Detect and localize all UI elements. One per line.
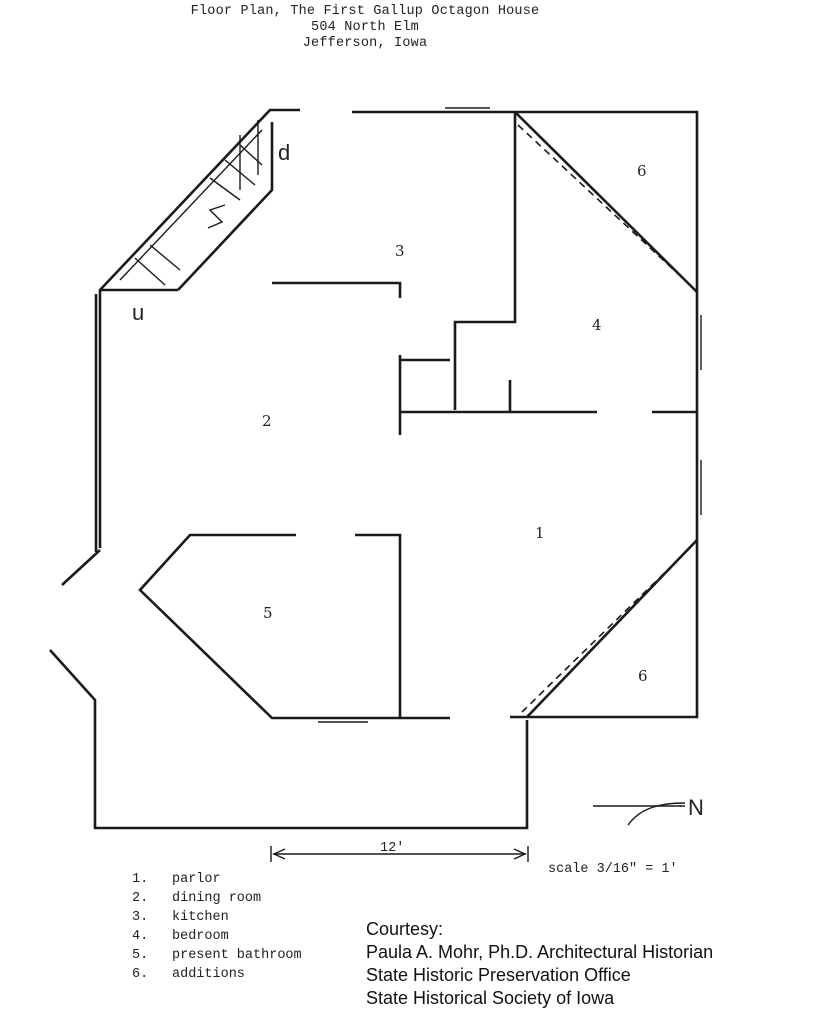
courtesy-credit: Courtesy: Paula A. Mohr, Ph.D. Architect… [366, 918, 713, 1010]
room-6-top-label: 6 [637, 162, 647, 180]
north-label: N [688, 795, 704, 820]
scale-note: scale 3/16" = 1' [548, 862, 678, 877]
legend-item: 5.present bathroom [132, 948, 302, 963]
legend-item: 3.kitchen [132, 910, 229, 925]
kitchen-east-wall [453, 112, 517, 410]
courtesy-office: State Historic Preservation Office [366, 965, 631, 985]
courtesy-society: State Historical Society of Iowa [366, 988, 615, 1008]
stair-break-line [207, 204, 226, 229]
north-wall [352, 110, 699, 292]
north-arrow: N [593, 795, 704, 826]
addition-top-diagonal [514, 111, 698, 293]
room-5-label: 5 [263, 604, 273, 622]
plan-title: Floor Plan, The First Gallup Octagon Hou… [150, 4, 580, 52]
rear-addition-wall [49, 649, 529, 830]
stair [119, 120, 274, 291]
bathroom-walls [138, 533, 527, 723]
addition-top-original-wall [517, 124, 691, 286]
northwest-wall [98, 108, 300, 548]
kitchen-walls [100, 112, 517, 410]
room-2-label: 2 [262, 412, 272, 430]
legend-item: 6.additions [132, 967, 245, 982]
addition-walls [514, 111, 698, 718]
room-4-label: 4 [592, 316, 602, 334]
stair-down-label: d [278, 140, 290, 165]
north-arrow-head [627, 802, 686, 826]
legend-item: 1.parlor [132, 872, 221, 887]
porch-wall [61, 549, 101, 586]
bedroom-walls [398, 355, 697, 435]
title-line-1: Floor Plan, The First Gallup Octagon Hou… [190, 4, 540, 19]
room-1-label: 1 [535, 524, 545, 542]
outer-walls [49, 107, 702, 830]
bathroom-outline [138, 533, 450, 720]
title-line-2: 504 North Elm [311, 20, 419, 35]
kitchen-south-wall [272, 281, 402, 298]
legend: 1.parlor 2.dining room 3.kitchen 4.bedro… [132, 870, 302, 984]
dimension-label: 12' [380, 841, 404, 856]
legend-item: 4.bedroom [132, 929, 229, 944]
legend-item: 2.dining room [132, 891, 262, 906]
stair-up-label: u [132, 300, 144, 325]
addition-bottom-original-wall [521, 547, 691, 713]
bathroom-east-wall [355, 533, 402, 718]
title-line-3: Jefferson, Iowa [302, 36, 428, 51]
dimension-line: 12' [270, 841, 529, 862]
stair-wall [177, 122, 274, 291]
courtesy-author: Paula A. Mohr, Ph.D. Architectural Histo… [366, 942, 714, 962]
stair-rail [119, 129, 263, 281]
courtesy-heading: Courtesy: [366, 919, 444, 939]
room-3-label: 3 [395, 242, 405, 260]
southeast-addition-wall [527, 540, 699, 719]
room-6-bottom-label: 6 [638, 667, 648, 685]
